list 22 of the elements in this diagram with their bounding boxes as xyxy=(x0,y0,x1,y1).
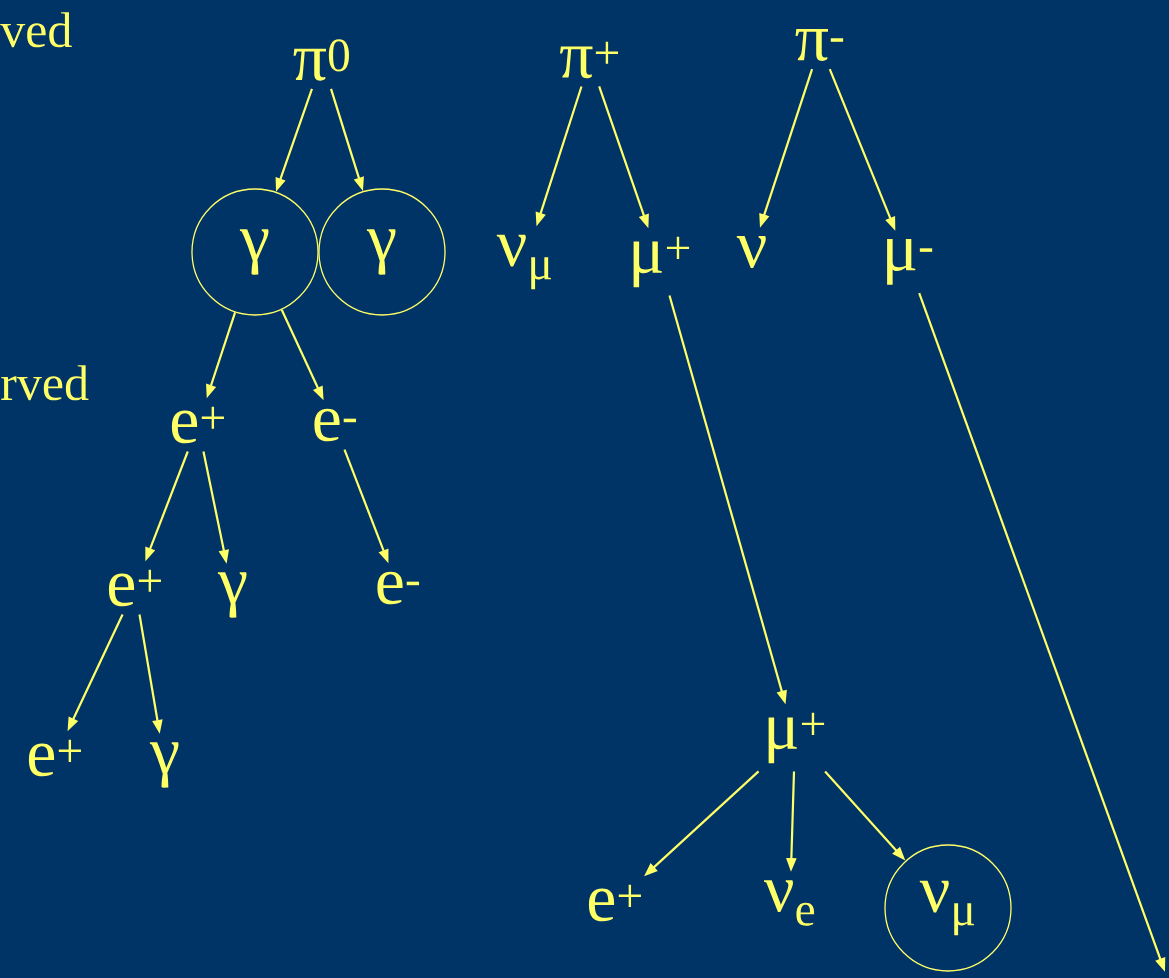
particle-symbol: μ$^{+}$ xyxy=(633,236,690,288)
particle-symbol: e$^{+}$ xyxy=(588,884,641,922)
particle-symbol: e$^{+}$ xyxy=(108,569,161,607)
circled-particle: ν$_{μ}$ xyxy=(884,844,1012,972)
particle-symbol: e$^{-}$ xyxy=(314,408,357,442)
particle-symbol: ν xyxy=(736,236,766,268)
side-note: rved xyxy=(1,365,89,401)
circled-particle: γ xyxy=(318,188,446,316)
circled-particle: γ xyxy=(191,188,319,316)
particle-symbol: μ$^{+}$ xyxy=(768,712,825,764)
particle-symbol: γ xyxy=(149,742,179,788)
particle-symbol: π$^{-}$ xyxy=(795,29,844,61)
particle-symbol: γ xyxy=(217,572,247,618)
side-note: ved xyxy=(0,12,72,48)
particle-symbol: e$^{+}$ xyxy=(28,739,81,777)
particle-symbol: e$^{+}$ xyxy=(171,406,224,444)
particle-symbol: ν$_{μ}$ xyxy=(496,234,551,290)
particle-symbol: π$^{+}$ xyxy=(560,41,618,79)
particle-symbol: μ$^{-}$ xyxy=(887,239,933,285)
particle-symbol: ν$_{e}$ xyxy=(764,880,815,926)
particle-symbol: π$^{0}$ xyxy=(293,39,349,81)
particle-symbol: e$^{-}$ xyxy=(377,571,420,605)
